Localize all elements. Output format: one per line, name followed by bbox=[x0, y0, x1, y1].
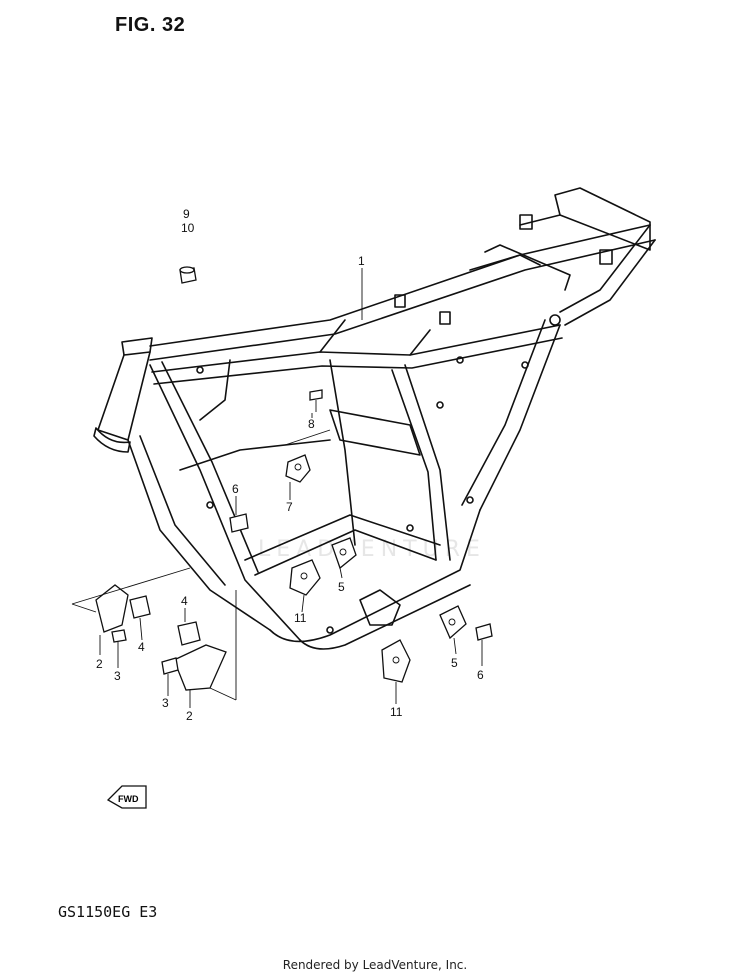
callout-2: 2 bbox=[186, 709, 193, 723]
callout-8: 8 bbox=[308, 417, 315, 431]
callout-3: 3 bbox=[114, 669, 121, 683]
figure-title: FIG. 32 bbox=[115, 14, 186, 36]
callout-5: 5 bbox=[338, 580, 345, 594]
callout-11: 11 bbox=[294, 611, 307, 625]
callout-9: 9 bbox=[183, 207, 190, 221]
callout-10: 10 bbox=[181, 221, 195, 235]
callout-3: 3 bbox=[162, 696, 169, 710]
callout-4: 4 bbox=[181, 594, 188, 608]
callout-11: 11 bbox=[390, 705, 403, 719]
callout-7: 7 bbox=[286, 500, 293, 514]
model-code: GS1150EG E3 bbox=[58, 903, 158, 921]
parts bbox=[95, 266, 493, 809]
frame-drawing bbox=[93, 187, 656, 650]
fwd-label: FWD bbox=[118, 794, 139, 804]
footer-credit: Rendered by LeadVenture, Inc. bbox=[282, 958, 468, 972]
callout-6: 6 bbox=[232, 482, 239, 496]
callout-labels: 9 10 1 8 6 7 5 11 4 2 3 4 3 2 11 5 6 bbox=[96, 207, 484, 723]
callout-2: 2 bbox=[96, 657, 103, 671]
leader-lines bbox=[71, 268, 483, 708]
callout-5: 5 bbox=[451, 656, 458, 670]
callout-1: 1 bbox=[358, 254, 365, 268]
callout-4: 4 bbox=[138, 640, 145, 654]
callout-6: 6 bbox=[477, 668, 484, 682]
